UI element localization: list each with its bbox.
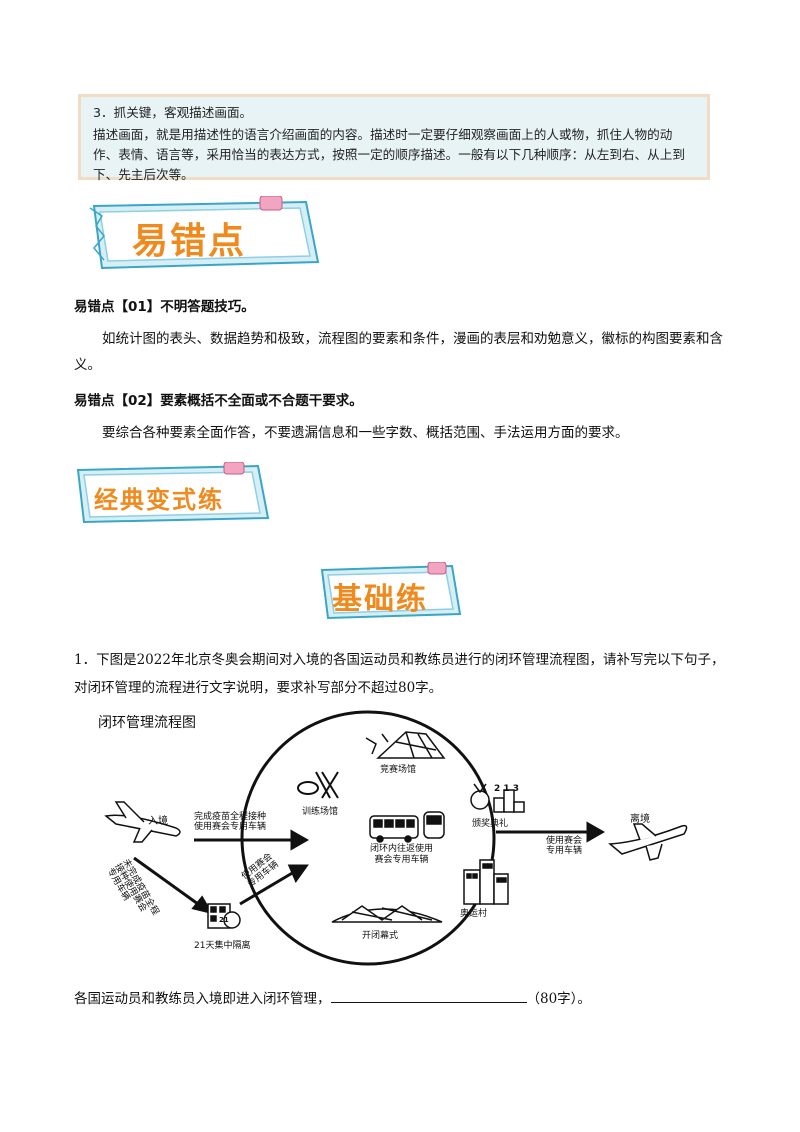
ceremony-label: 开闭幕式 (362, 931, 399, 941)
stadium-icon (331, 905, 443, 923)
banner-frame-icon (320, 562, 462, 620)
mistake-1-title: 易错点【01】不明答题技巧。 (74, 299, 255, 315)
podium-numbers: 2 1 3 (494, 784, 520, 794)
exit-label: 离境 (630, 814, 650, 825)
diagram-graphics (104, 710, 688, 966)
training-label: 训练场馆 (302, 807, 339, 817)
plane-exit-icon (608, 823, 688, 861)
award-label: 颁奖典礼 (472, 819, 509, 829)
banner-basic-label: 基础练 (332, 582, 428, 617)
banner-frame-icon (76, 462, 270, 524)
mistake-2-title: 易错点【02】要素概括不全面或不合题干要求。 (74, 393, 363, 409)
award-podium-icon (470, 783, 525, 813)
transport-label: 闭环内往返使用 赛会专用车辆 (370, 844, 434, 865)
tip-box: 3．抓关键，客观描述画面。 描述画面，就是用描述性的语言介绍画面的内容。描述时一… (78, 94, 710, 182)
mistake-2: 易错点【02】要素概括不全面或不合题干要求。 要综合各种要素全面作答，不要遗漏信… (74, 388, 734, 446)
village-label: 奥运村 (460, 909, 488, 919)
training-venue-icon (297, 771, 339, 799)
closed-loop-circle (240, 710, 496, 966)
answer-blank[interactable] (330, 988, 527, 1003)
flow-diagram: 闭环管理流程图 (98, 708, 698, 968)
bus-train-icon (369, 811, 445, 843)
question-text: 1．下图是2022年北京冬奥会期间对入境的各国运动员和教练员进行的闭环管理流程图… (74, 652, 725, 696)
exit-arrow-label: 使用赛会 专用车辆 (546, 836, 583, 856)
tip-heading: 3．抓关键，客观描述画面。 (93, 105, 253, 120)
olympic-village-icon (463, 859, 509, 905)
competition-venue-icon (365, 731, 446, 759)
quarantine-days-label: 21 (219, 916, 229, 924)
mistake-1-body: 如统计图的表头、数据趋势和极致，流程图的要素和条件，漫画的表层和劝勉意义，徽标的… (74, 331, 723, 373)
mistake-2-body: 要综合各种要素全面作答，不要遗漏信息和一些字数、概括范围、手法运用方面的要求。 (102, 425, 629, 441)
answer-prefix: 各国运动员和教练员入境即进入闭环管理， (74, 991, 331, 1007)
banner-mistakes-label: 易错点 (132, 221, 247, 262)
entry-label: 入境 (148, 816, 168, 827)
answer-suffix: （80字）。 (526, 991, 591, 1007)
banner-classic-label: 经典变式练 (94, 486, 224, 514)
banner-mistakes: 易错点 (88, 196, 324, 272)
competition-label: 竞赛场馆 (380, 765, 417, 775)
banner-frame-icon (89, 196, 320, 270)
quarantine-label: 21天集中隔离 (194, 941, 251, 951)
banner-classic: 经典变式练 (72, 462, 272, 526)
diagram-title: 闭环管理流程图 (98, 715, 196, 731)
arrow-top-label: 完成疫苗全程接种 使用赛会专用车辆 (194, 812, 267, 832)
banner-basic: 基础练 (316, 562, 466, 622)
answer-line: 各国运动员和教练员入境即进入闭环管理， （80字）。 (74, 986, 734, 1012)
tip-body: 描述画面，就是用描述性的语言介绍画面的内容。描述时一定要仔细观察画面上的人或物，… (93, 127, 685, 182)
mistake-1: 易错点【01】不明答题技巧。 如统计图的表头、数据趋势和极致，流程图的要素和条件… (74, 294, 734, 378)
quarantine-building-icon (207, 903, 241, 929)
plane-entry-icon (104, 801, 181, 843)
